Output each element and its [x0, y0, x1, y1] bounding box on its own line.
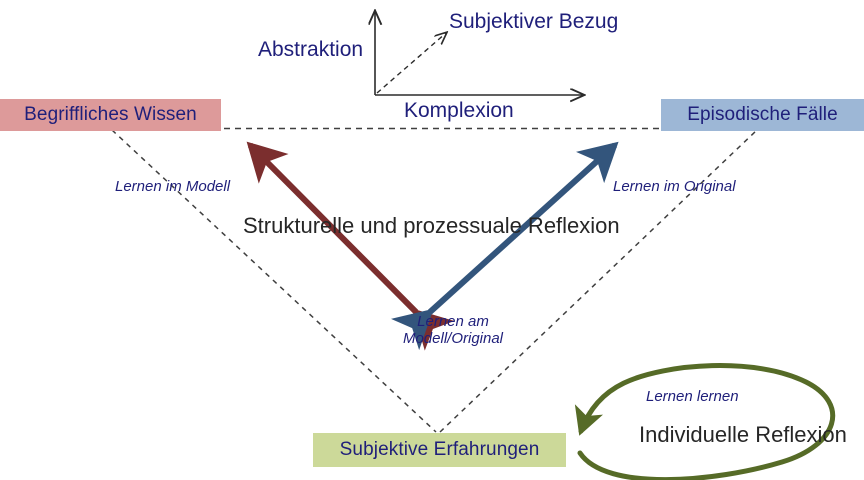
arrow-lernen-lernen-loop [574, 363, 836, 480]
axis-inset-lines [375, 12, 583, 95]
box-begriffliches-wissen-label: Begriffliches Wissen [24, 104, 197, 125]
caption-lernen-am-modell-original-line1: Lernen am [417, 313, 489, 330]
box-episodische-faelle[interactable]: Episodische Fälle [661, 99, 864, 131]
arrow-lernen-im-original [390, 141, 619, 351]
caption-individuelle-reflexion: Individuelle Reflexion [639, 422, 847, 447]
box-subjektive-erfahrungen-label: Subjektive Erfahrungen [339, 439, 540, 460]
box-episodische-faelle-label: Episodische Fälle [687, 104, 838, 125]
caption-lernen-im-modell: Lernen im Modell [115, 178, 231, 195]
axis-label-komplexion: Komplexion [404, 99, 514, 122]
caption-lernen-am-modell-original-line2: Modell/Original [402, 330, 504, 348]
caption-strukturelle-und-prozessuale-reflexion: Strukturelle und prozessuale Reflexion [243, 213, 620, 238]
caption-lernen-im-original: Lernen im Original [613, 178, 736, 195]
axis-label-abstraktion: Abstraktion [258, 38, 364, 61]
arrow-lernen-im-modell [246, 141, 455, 351]
box-begriffliches-wissen[interactable]: Begriffliches Wissen [0, 99, 221, 131]
axis-label-subjektiver-bezug: Subjektiver Bezug [449, 10, 619, 33]
caption-lernen-lernen: Lernen lernen [646, 388, 739, 405]
dashed-funnel [4, 127, 860, 433]
caption-lernen-am-modell-original: Lernen am Modell/Original [388, 313, 518, 348]
box-subjektive-erfahrungen[interactable]: Subjektive Erfahrungen [313, 433, 566, 467]
